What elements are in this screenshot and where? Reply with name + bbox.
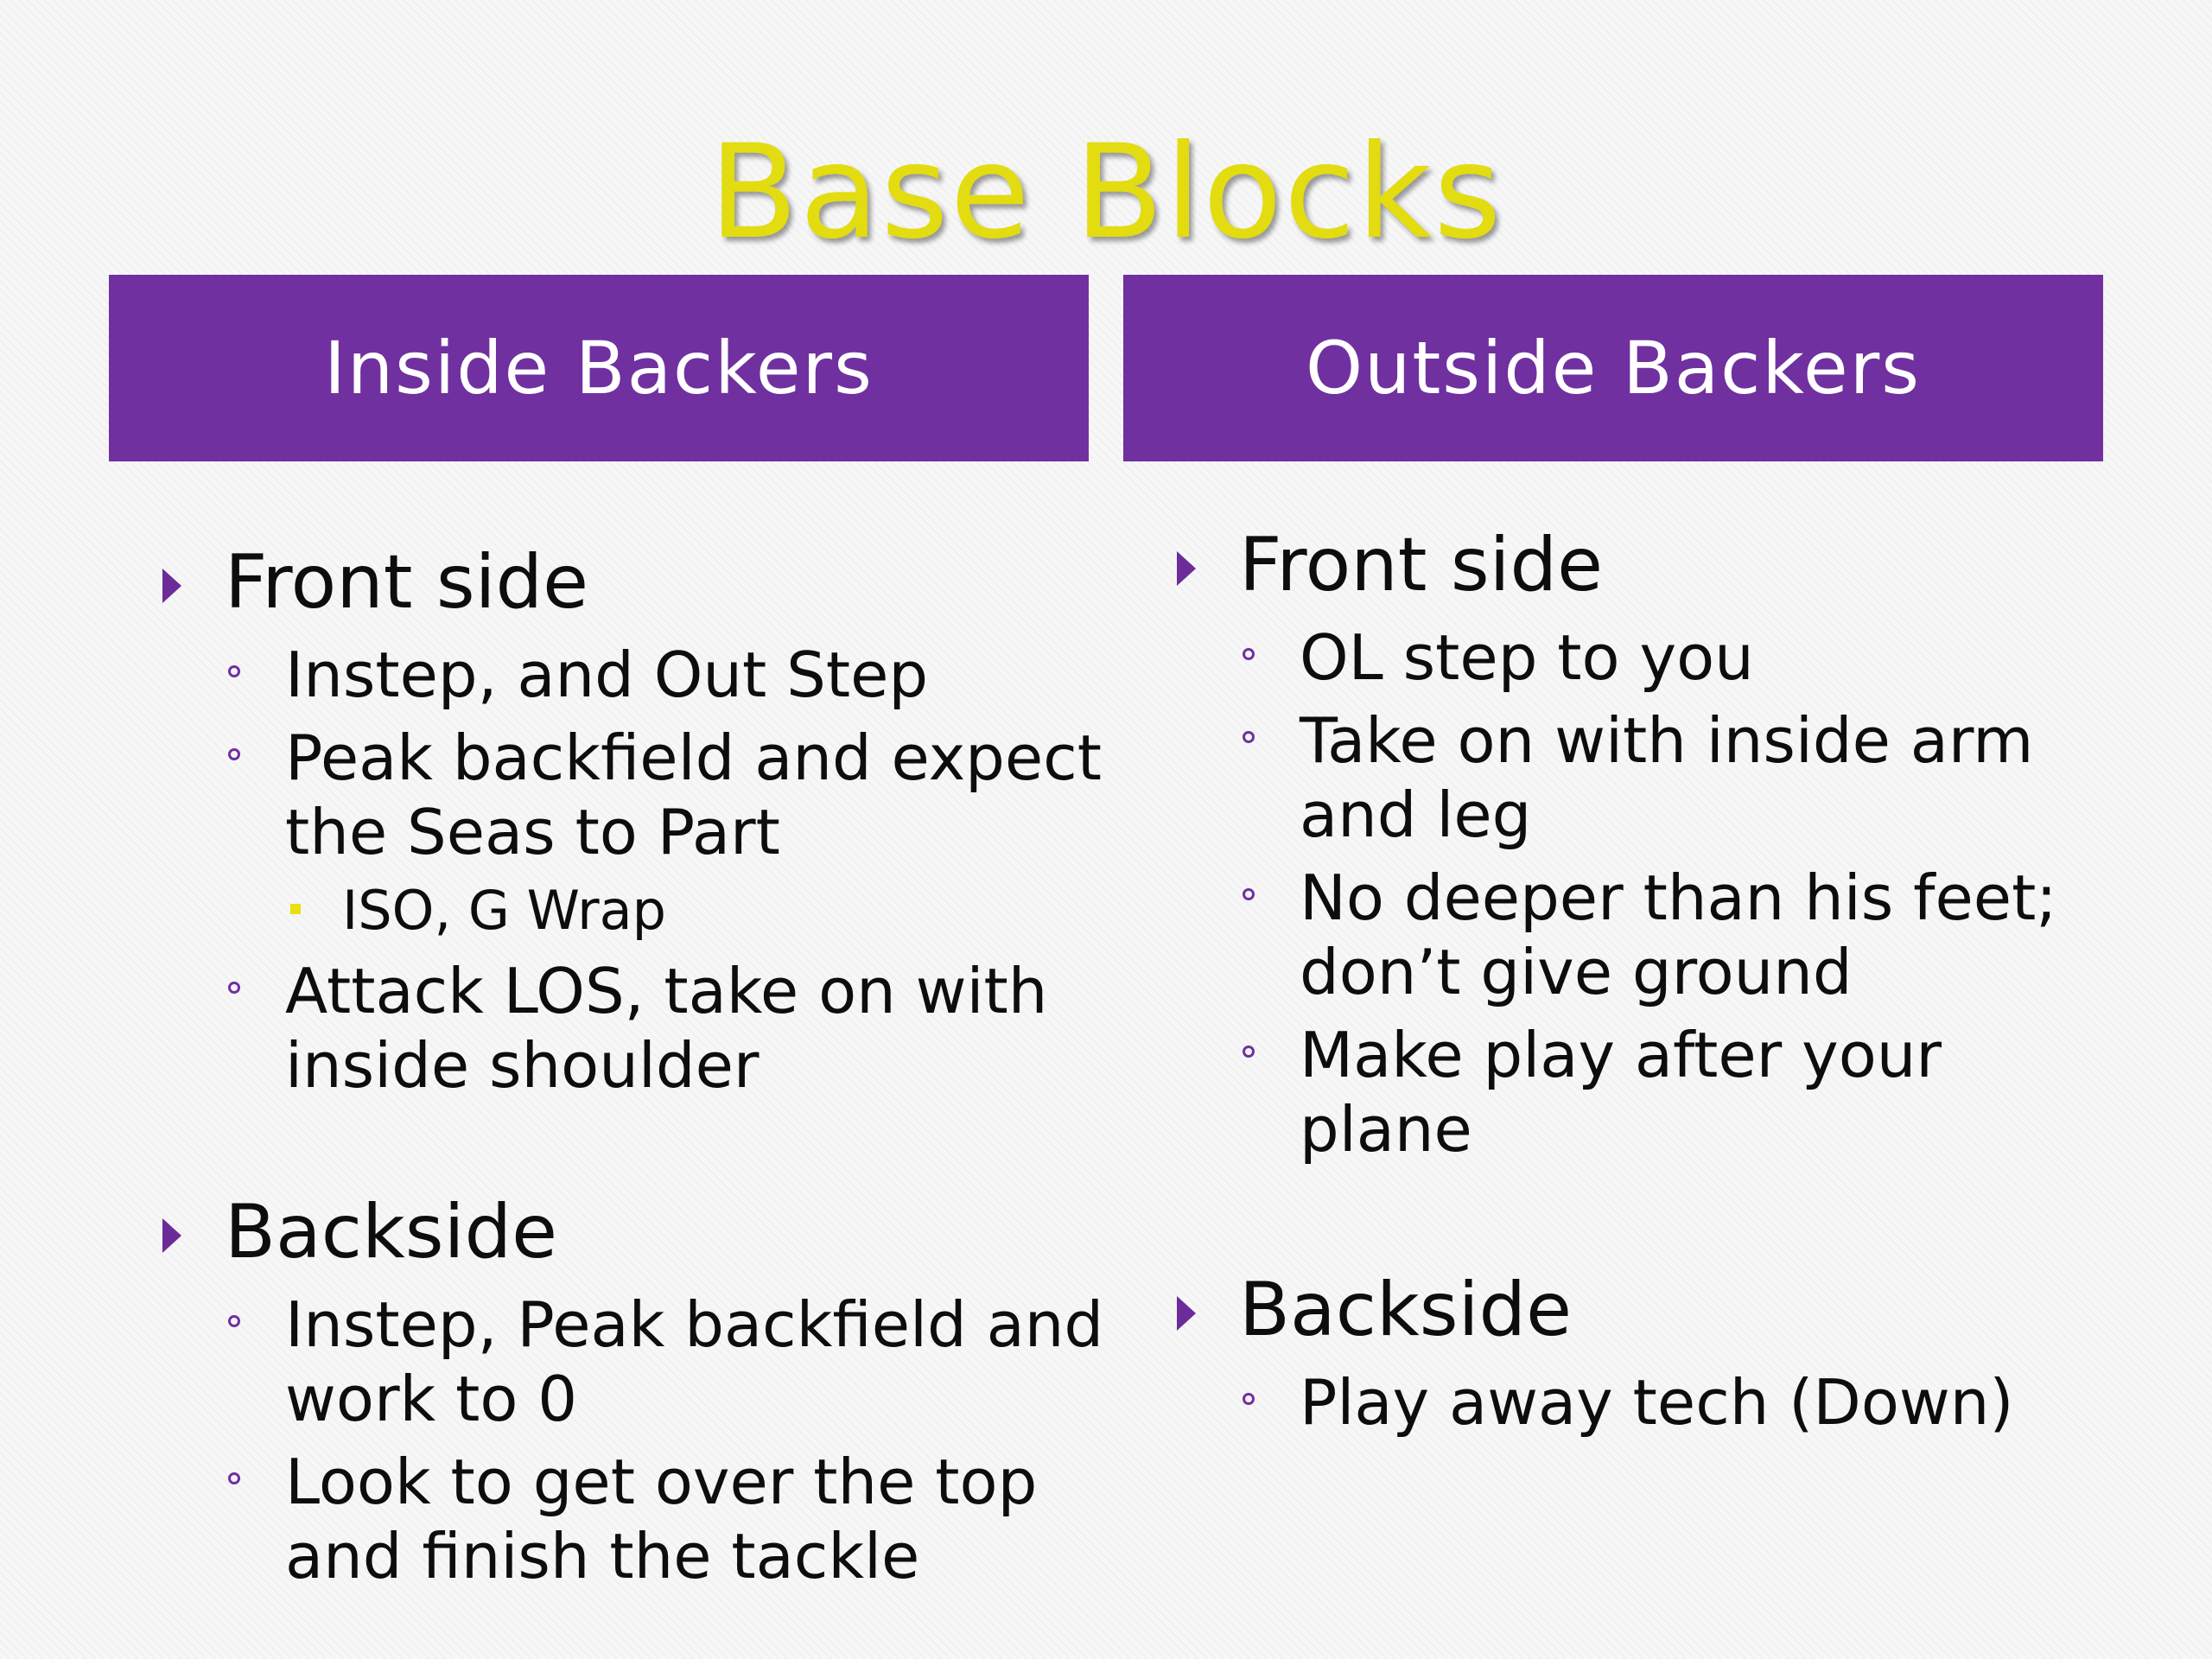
bullet-front-side: Front side (1170, 518, 2120, 612)
circle-bullet-icon (1243, 888, 1255, 900)
sub-bullet-text: Look to get over the top and finish the … (285, 1446, 1038, 1592)
slide-title: Base Blocks (709, 118, 1503, 268)
inside-backers-header-label: Inside Backers (324, 326, 874, 410)
circle-bullet-icon (1243, 648, 1255, 660)
sub-bullet: Instep, Peak backfield and work to 0 (156, 1287, 1106, 1436)
inside-backers-header: Inside Backers (109, 275, 1089, 461)
sub-sub-bullet: ISO, G Wrap (156, 876, 1106, 945)
sub-bullet-text: Instep, Peak backfield and work to 0 (285, 1288, 1104, 1435)
spacer (156, 1103, 1106, 1185)
bullet-front-side: Front side (156, 536, 1106, 629)
sub-bullet-text: Instep, and Out Step (285, 639, 929, 711)
sub-bullet: Instep, and Out Step (156, 638, 1106, 712)
sub-bullet-text: Take on with inside arm and leg (1300, 704, 2034, 851)
sub-bullet: Peak backfield and expect the Seas to Pa… (156, 721, 1106, 869)
bullet-text: Front side (225, 539, 589, 626)
sub-bullet: Look to get over the top and finish the … (156, 1445, 1106, 1593)
bullet-backside: Backside (156, 1185, 1106, 1279)
circle-bullet-icon (228, 1315, 240, 1327)
sub-bullet-text: Play away tech (Down) (1300, 1366, 2014, 1439)
bullet-backside: Backside (1170, 1263, 2120, 1357)
sub-sub-bullet-text: ISO, G Wrap (342, 879, 666, 942)
circle-bullet-icon (1243, 731, 1255, 743)
sub-bullet: OL step to you (1170, 620, 2120, 695)
circle-bullet-icon (228, 665, 240, 677)
outside-backers-header-label: Outside Backers (1305, 326, 1921, 410)
sub-bullet-text: Make play after your plane (1300, 1019, 1942, 1166)
sub-bullet-text: OL step to you (1300, 621, 1754, 694)
bullet-text: Backside (225, 1189, 557, 1275)
sub-bullet: Attack LOS, take on with inside shoulder (156, 954, 1106, 1103)
triangle-bullet-icon (162, 569, 181, 603)
circle-bullet-icon (228, 748, 240, 760)
triangle-bullet-icon (1177, 1296, 1196, 1331)
sub-bullet: Make play after your plane (1170, 1018, 2120, 1166)
sub-bullet-text: Attack LOS, take on with inside shoulder (285, 955, 1048, 1102)
circle-bullet-icon (1243, 1393, 1255, 1405)
sub-bullet: No deeper than his feet; don’t give grou… (1170, 861, 2120, 1009)
circle-bullet-icon (228, 982, 240, 994)
bullet-text: Backside (1239, 1267, 1572, 1353)
square-bullet-icon (290, 904, 301, 914)
sub-bullet-text: No deeper than his feet; don’t give grou… (1300, 861, 2057, 1008)
bullet-text: Front side (1239, 522, 1604, 608)
spacer (1170, 1166, 2120, 1263)
sub-bullet: Play away tech (Down) (1170, 1365, 2120, 1440)
inside-backers-column: Front side Instep, and Out Step Peak bac… (156, 536, 1106, 1593)
circle-bullet-icon (228, 1472, 240, 1484)
circle-bullet-icon (1243, 1046, 1255, 1058)
triangle-bullet-icon (162, 1218, 181, 1253)
outside-backers-column: Front side OL step to you Take on with i… (1170, 518, 2120, 1440)
outside-backers-header: Outside Backers (1123, 275, 2103, 461)
triangle-bullet-icon (1177, 551, 1196, 586)
sub-bullet-text: Peak backfield and expect the Seas to Pa… (285, 721, 1102, 868)
sub-bullet: Take on with inside arm and leg (1170, 703, 2120, 852)
